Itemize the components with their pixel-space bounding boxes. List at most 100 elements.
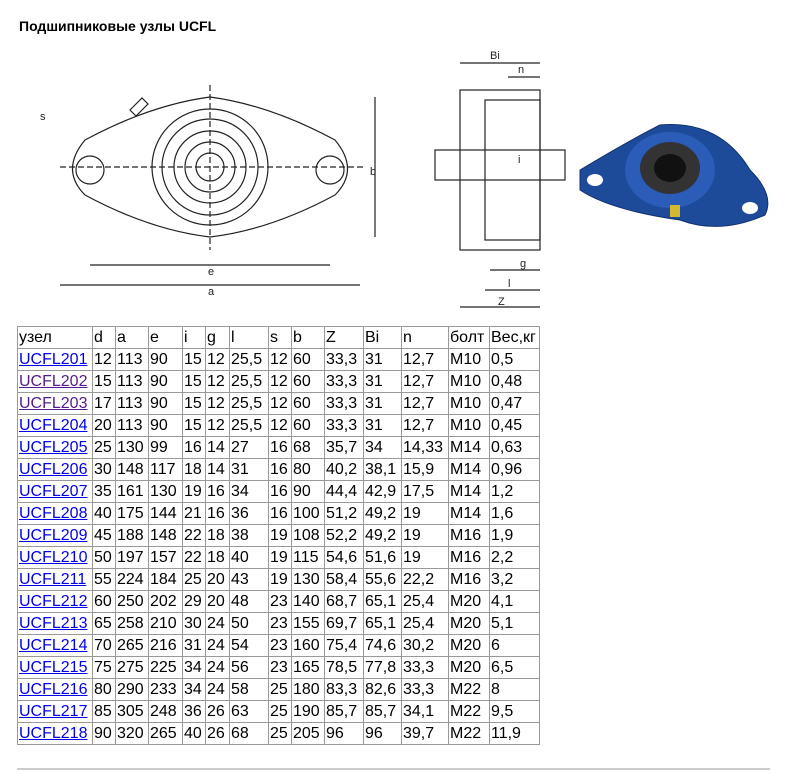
table-cell: 25 — [268, 700, 292, 723]
column-header: болт — [448, 326, 490, 349]
table-cell: 90 — [148, 370, 183, 393]
model-link[interactable]: UCFL202 — [19, 373, 88, 390]
table-cell: 3,2 — [489, 568, 540, 591]
table-cell: 31 — [363, 370, 402, 393]
table-cell: 34 — [182, 656, 206, 679]
svg-text:e: e — [208, 266, 214, 278]
model-link[interactable]: UCFL204 — [19, 417, 88, 434]
label-s: s — [40, 111, 46, 123]
table-cell: 51,6 — [363, 546, 402, 569]
table-cell: 18 — [205, 546, 230, 569]
table-cell: 33,3 — [401, 656, 449, 679]
table-cell: 144 — [148, 502, 183, 525]
table-cell: 216 — [148, 634, 183, 657]
column-header: a — [115, 326, 149, 349]
table-cell: 23 — [268, 656, 292, 679]
table-cell: M14 — [448, 458, 490, 481]
table-cell: 161 — [115, 480, 149, 503]
table-cell: 23 — [268, 612, 292, 635]
table-cell: 25,5 — [229, 414, 269, 437]
model-link[interactable]: UCFL203 — [19, 395, 88, 412]
table-cell: 85,7 — [363, 700, 402, 723]
table-cell: 5,1 — [489, 612, 540, 635]
table-cell: M10 — [448, 348, 490, 371]
column-header: b — [291, 326, 325, 349]
table-cell: 82,6 — [363, 678, 402, 701]
svg-text:Bi: Bi — [490, 50, 500, 62]
table-cell: 180 — [291, 678, 325, 701]
model-link[interactable]: UCFL211 — [19, 571, 87, 588]
table-cell: 22,2 — [401, 568, 449, 591]
column-header: Z — [324, 326, 364, 349]
table-cell: 130 — [148, 480, 183, 503]
column-header: i — [182, 326, 206, 349]
model-cell: UCFL208 — [17, 502, 93, 525]
table-cell: 265 — [115, 634, 149, 657]
table-cell: 58 — [229, 678, 269, 701]
table-cell: 115 — [291, 546, 325, 569]
model-link[interactable]: UCFL213 — [19, 615, 88, 632]
table-cell: 90 — [92, 722, 116, 745]
table-cell: 16 — [268, 436, 292, 459]
model-link[interactable]: UCFL215 — [19, 659, 88, 676]
svg-text:a: a — [208, 286, 215, 298]
table-cell: 113 — [115, 414, 149, 437]
model-link[interactable]: UCFL206 — [19, 461, 88, 478]
table-cell: 65,1 — [363, 612, 402, 635]
table-cell: 15 — [182, 392, 206, 415]
table-cell: 15 — [182, 414, 206, 437]
table-cell: 30,2 — [401, 634, 449, 657]
table-cell: 290 — [115, 678, 149, 701]
model-cell: UCFL216 — [17, 678, 93, 701]
table-cell: 65,1 — [363, 590, 402, 613]
model-cell: UCFL205 — [17, 436, 93, 459]
table-cell: 34,1 — [401, 700, 449, 723]
model-link[interactable]: UCFL210 — [19, 549, 88, 566]
table-cell: 49,2 — [363, 502, 402, 525]
table-cell: M10 — [448, 392, 490, 415]
model-link[interactable]: UCFL212 — [19, 593, 88, 610]
model-link[interactable]: UCFL214 — [19, 637, 88, 654]
table-cell: 148 — [148, 524, 183, 547]
table-cell: 130 — [115, 436, 149, 459]
table-cell: 90 — [291, 480, 325, 503]
table-cell: 34 — [182, 678, 206, 701]
column-header: n — [401, 326, 449, 349]
table-cell: 40 — [229, 546, 269, 569]
table-cell: 157 — [148, 546, 183, 569]
table-cell: 44,4 — [324, 480, 364, 503]
table-cell: 48 — [229, 590, 269, 613]
model-link[interactable]: UCFL218 — [19, 725, 88, 742]
table-cell: M14 — [448, 502, 490, 525]
model-link[interactable]: UCFL207 — [19, 483, 88, 500]
svg-text:Z: Z — [498, 296, 505, 308]
table-cell: M10 — [448, 414, 490, 437]
table-cell: 14,33 — [401, 436, 449, 459]
model-link[interactable]: UCFL205 — [19, 439, 88, 456]
table-cell: 19 — [268, 546, 292, 569]
table-cell: 160 — [291, 634, 325, 657]
model-link[interactable]: UCFL201 — [19, 351, 88, 368]
column-header: Вес,кг — [489, 326, 540, 349]
svg-text:l: l — [508, 278, 510, 290]
table-cell: 19 — [401, 524, 449, 547]
table-cell: M20 — [448, 656, 490, 679]
table-cell: M16 — [448, 546, 490, 569]
model-cell: UCFL211 — [17, 568, 93, 591]
model-link[interactable]: UCFL209 — [19, 527, 88, 544]
model-link[interactable]: UCFL217 — [19, 703, 88, 720]
model-link[interactable]: UCFL216 — [19, 681, 88, 698]
table-cell: 12 — [268, 370, 292, 393]
table-cell: 184 — [148, 568, 183, 591]
table-cell: 36 — [182, 700, 206, 723]
table-cell: 8 — [489, 678, 540, 701]
table-cell: 6,5 — [489, 656, 540, 679]
model-link[interactable]: UCFL208 — [19, 505, 88, 522]
table-cell: 12 — [92, 348, 116, 371]
table-cell: 68,7 — [324, 590, 364, 613]
table-cell: 4,1 — [489, 590, 540, 613]
